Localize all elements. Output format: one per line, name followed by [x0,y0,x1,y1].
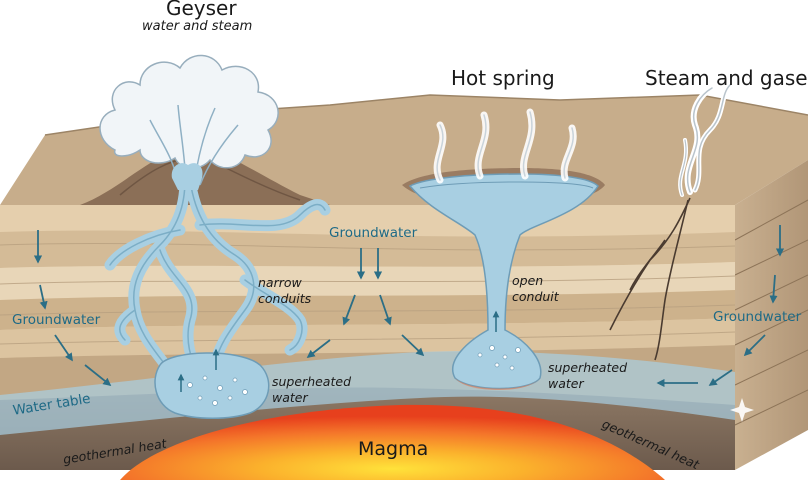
steam-vent-fissures [609,197,691,361]
groundwater-label-right: Groundwater [713,309,802,325]
hot-spring-title: Hot spring [451,66,555,90]
groundwater-arrows [33,225,785,388]
groundwater-label-center: Groundwater [329,225,418,241]
geyser-conduits [104,174,331,386]
geyser-title: Geyser [166,0,237,20]
geyser-eruption [99,54,279,190]
geyser-cone [80,147,330,205]
block-side-face [735,160,808,470]
magma-chamber [120,404,665,480]
steam-plumes [678,82,733,197]
groundwater-label-left: Groundwater [12,312,101,328]
hot-spring [402,108,605,390]
sparkle-icon [730,398,754,422]
steam-gases-title: Steam and gases [645,66,808,90]
magma-label: Magma [358,438,429,460]
geyser-subtitle: water and steam [142,19,253,34]
geyser-chamber [154,352,270,419]
